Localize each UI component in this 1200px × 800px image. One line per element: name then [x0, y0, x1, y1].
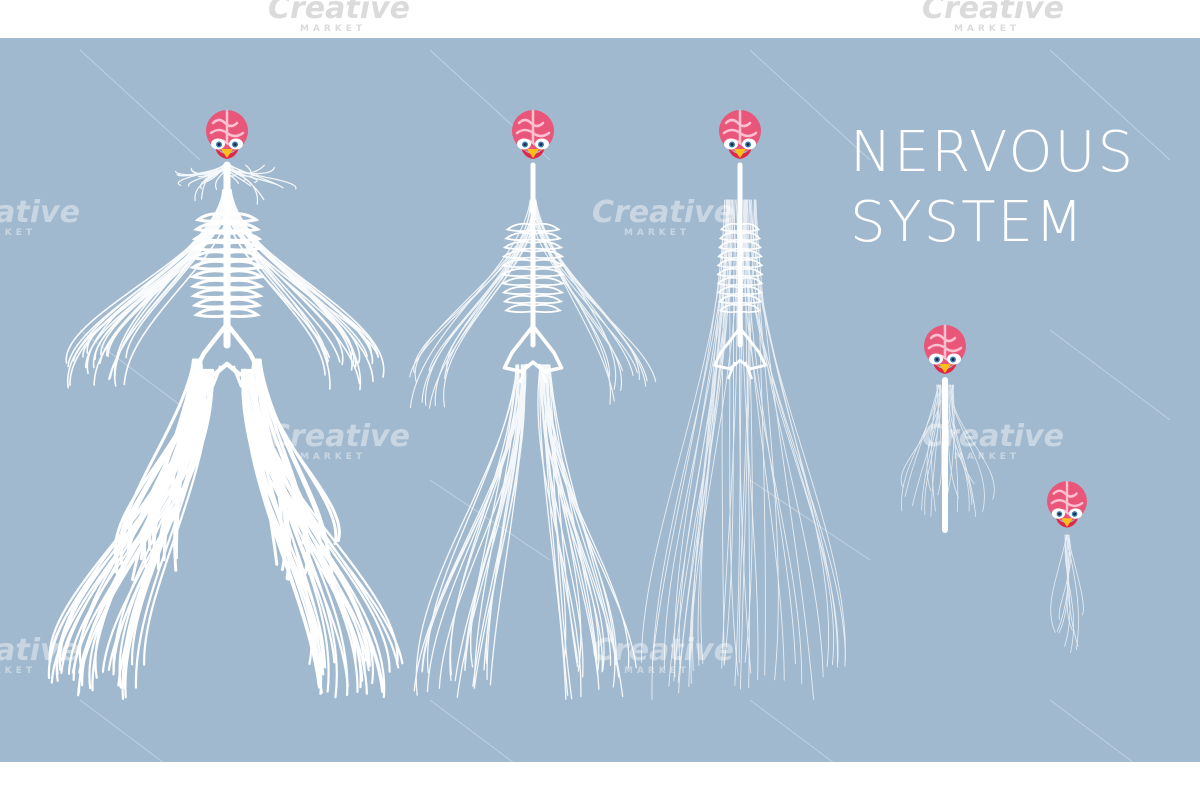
fig3-pelvis	[713, 326, 767, 380]
fig2-right-leg-nerves	[537, 364, 637, 700]
fig2-ribs	[500, 222, 566, 314]
fig5-brain-head	[1047, 481, 1087, 528]
title-line-2: SYSTEM	[850, 190, 1086, 255]
fig3-ribs	[716, 222, 764, 313]
fig3-brain-head	[719, 109, 761, 159]
fig2-pelvis	[502, 324, 564, 384]
fig3-right-nerves	[734, 199, 846, 700]
title-line-1: NERVOUS	[850, 120, 1136, 185]
fig1-ribs	[189, 212, 265, 318]
fig1-neck-nerves-right	[223, 164, 297, 205]
fig1-right-leg-trunk	[251, 358, 341, 581]
fig4-left-nerves	[900, 384, 943, 517]
fig5-nerves	[1050, 534, 1084, 654]
fig2-left-leg-nerves	[413, 364, 527, 698]
fig1-brain-head	[206, 109, 248, 159]
fig1-left-leg-trunk	[113, 358, 204, 582]
title-nervous-system: NERVOUS SYSTEM	[850, 118, 1160, 258]
fig1-pelvis	[193, 321, 261, 388]
fig4-brain-head	[924, 324, 966, 374]
fig2-brain-head	[512, 109, 554, 159]
